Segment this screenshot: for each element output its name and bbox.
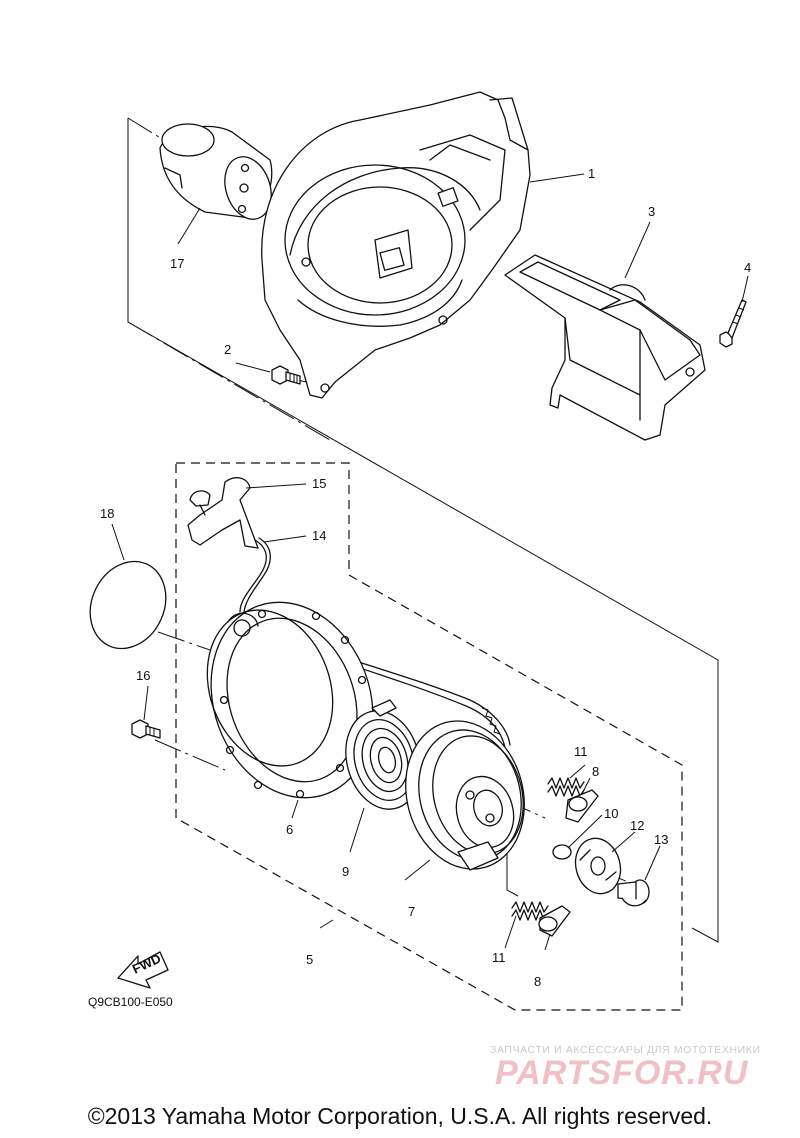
bracket-guide-part [504, 254, 706, 441]
drive-plate-part [574, 837, 622, 895]
cup-part [159, 123, 273, 220]
part-label-3: 3 [648, 204, 655, 219]
fwd-arrow-icon: FWD [117, 951, 169, 989]
part-label-18: 18 [100, 506, 114, 521]
watermark-tagline: ЗАПЧАСТИ И АКСЕССУАРЫ ДЛЯ МОТОТЕХНИКИ [490, 1044, 761, 1056]
pawl-8-lower-part [538, 905, 571, 937]
part-label-7: 7 [408, 904, 415, 919]
part-label-1: 1 [588, 166, 595, 181]
part-label-14: 14 [312, 528, 326, 543]
part-label-6: 6 [286, 822, 293, 837]
part-label-13: 13 [654, 832, 668, 847]
part-label-17: 17 [170, 256, 184, 271]
watermark-logo: PARTSFOR.RU [495, 1054, 749, 1092]
part-label-16: 16 [136, 668, 150, 683]
shroud-part [261, 91, 531, 399]
part-label-2: 2 [224, 342, 231, 357]
sheave-drum-part [405, 720, 525, 871]
part-labels: 1 2 3 4 5 6 7 8 8 9 10 11 11 12 13 14 15… [100, 166, 751, 989]
gasket-part [89, 560, 167, 650]
part-label-11-upper: 11 [574, 744, 588, 759]
diagram-code: Q9CB100-E050 [88, 995, 173, 1009]
part-label-11-lower: 11 [492, 950, 506, 965]
part-label-5: 5 [306, 952, 313, 967]
screw-part [617, 879, 650, 907]
spring-11-lower-part [511, 901, 549, 921]
starter-case-part [206, 601, 374, 799]
part-label-9: 9 [342, 864, 349, 879]
clip-part [552, 844, 572, 860]
pawl-8-upper-part [565, 789, 599, 823]
handle-part [187, 477, 259, 549]
part-label-15: 15 [312, 476, 326, 491]
leader-lines [111, 173, 749, 951]
bolt-16-part [131, 719, 161, 739]
part-label-4: 4 [744, 260, 751, 275]
part-label-12: 12 [630, 818, 644, 833]
part-label-8-upper: 8 [592, 764, 599, 779]
spring-11-upper-part [547, 777, 585, 797]
part-label-10: 10 [604, 806, 618, 821]
bolt-4-part [719, 299, 747, 348]
copyright-notice: ©2013 Yamaha Motor Corporation, U.S.A. A… [87, 1103, 713, 1129]
bolt-2-part [271, 365, 301, 385]
part-label-8-lower: 8 [534, 974, 541, 989]
